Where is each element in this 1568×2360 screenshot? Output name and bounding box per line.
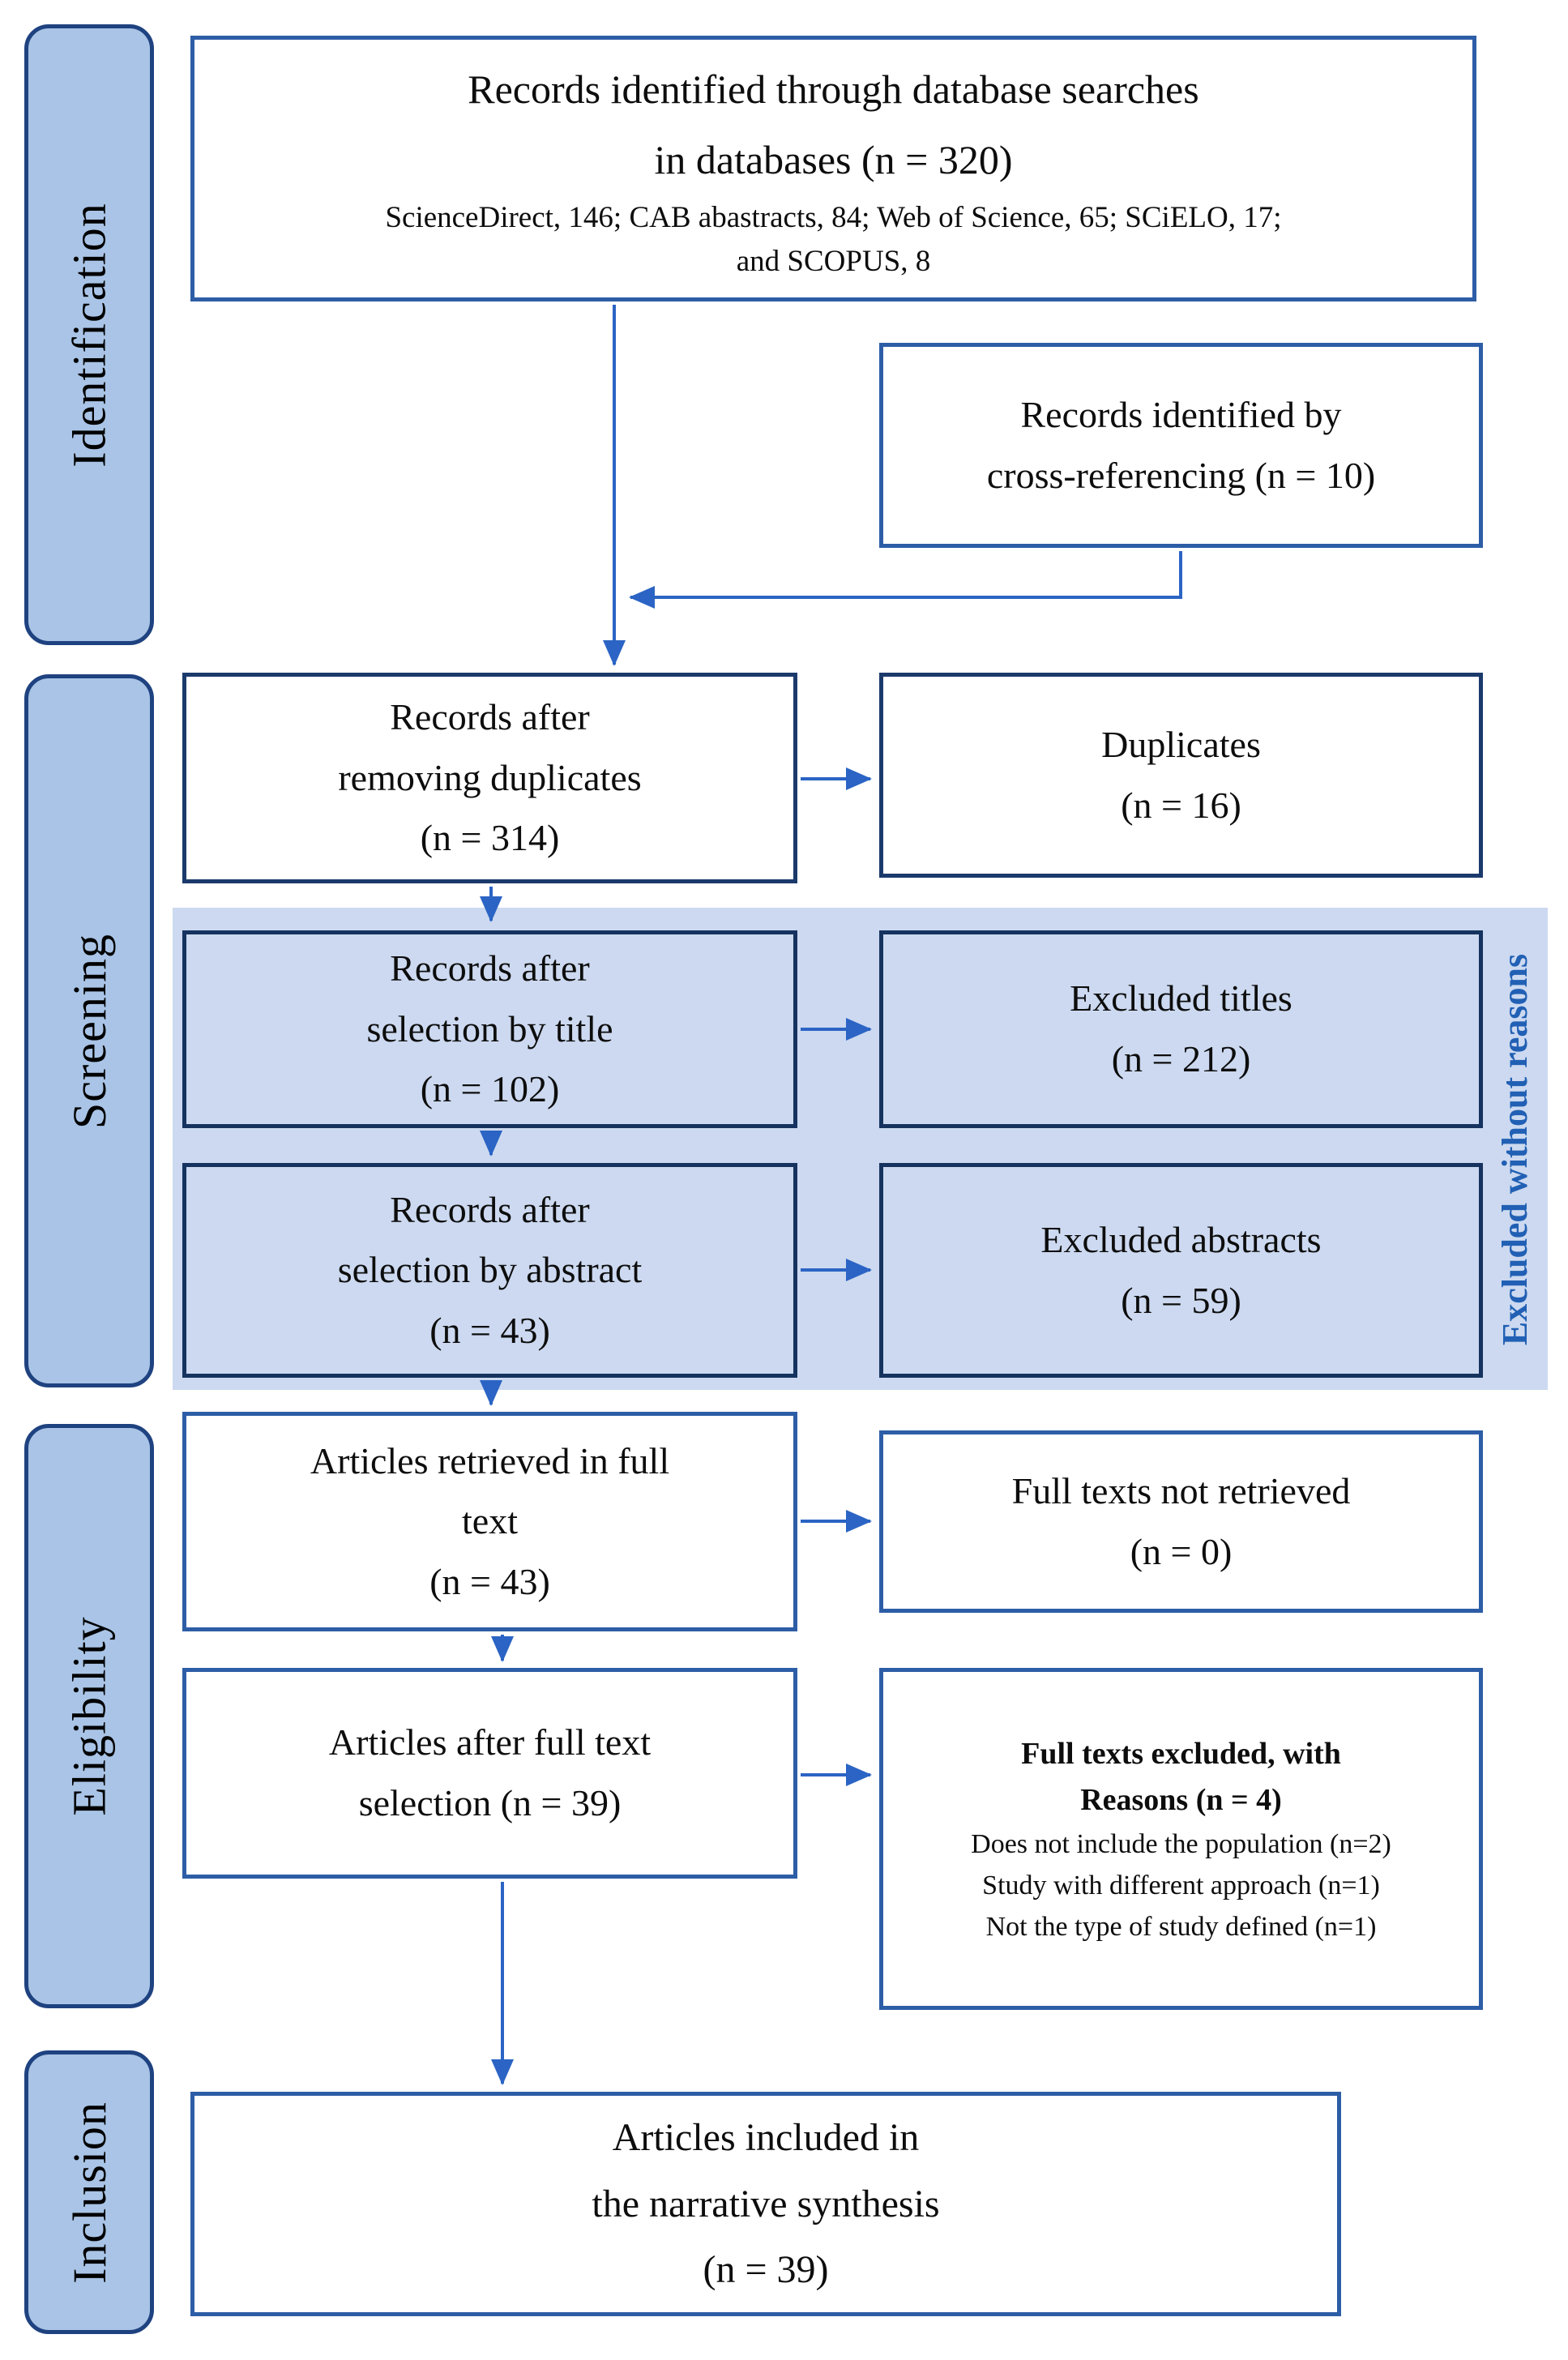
after-duplicates-text: Records after removing duplicates (n = 3… bbox=[338, 696, 642, 859]
box-duplicates: Duplicates (n = 16) bbox=[879, 673, 1483, 878]
records-identified-text: Records identified through database sear… bbox=[468, 66, 1199, 183]
box-full-texts-excluded: Full texts excluded, with Reasons (n = 4… bbox=[879, 1668, 1483, 2010]
box-after-duplicates: Records after removing duplicates (n = 3… bbox=[182, 673, 797, 883]
excluded-without-reasons-label: Excluded without reasons bbox=[1495, 953, 1536, 1345]
stage-pill-screening: Screening bbox=[24, 674, 154, 1387]
box-excluded-titles: Excluded titles (n = 212) bbox=[879, 930, 1483, 1128]
box-not-retrieved: Full texts not retrieved (n = 0) bbox=[879, 1430, 1483, 1613]
not-retrieved-text: Full texts not retrieved (n = 0) bbox=[1011, 1469, 1351, 1572]
selection-by-title-text: Records after selection by title (n = 10… bbox=[366, 947, 613, 1110]
duplicates-text: Duplicates (n = 16) bbox=[1101, 723, 1261, 826]
stage-label-identification: Identification bbox=[62, 202, 116, 468]
box-excluded-abstracts: Excluded abstracts (n = 59) bbox=[879, 1163, 1483, 1378]
box-selection-by-abstract: Records after selection by abstract (n =… bbox=[182, 1163, 797, 1378]
stage-label-screening: Screening bbox=[62, 933, 116, 1129]
excluded-without-reasons-note: Excluded without reasons bbox=[1485, 914, 1546, 1384]
excluded-abstracts-text: Excluded abstracts (n = 59) bbox=[1040, 1218, 1322, 1321]
stage-pill-eligibility: Eligibility bbox=[24, 1424, 154, 2008]
full-text-retrieved-text: Articles retrieved in full text (n = 43) bbox=[310, 1439, 670, 1602]
full-texts-excluded-reasons: Does not include the population (n=2) St… bbox=[971, 1828, 1391, 1942]
box-selection-by-title: Records after selection by title (n = 10… bbox=[182, 930, 797, 1128]
box-records-identified: Records identified through database sear… bbox=[190, 36, 1476, 301]
stage-pill-identification: Identification bbox=[24, 24, 154, 645]
box-full-text-retrieved: Articles retrieved in full text (n = 43) bbox=[182, 1412, 797, 1631]
box-cross-referencing: Records identified by cross-referencing … bbox=[879, 343, 1483, 548]
box-after-full-text-selection: Articles after full text selection (n = … bbox=[182, 1668, 797, 1879]
included-text: Articles included in the narrative synth… bbox=[592, 2116, 940, 2292]
box-included: Articles included in the narrative synth… bbox=[190, 2092, 1341, 2316]
after-full-text-selection-text: Articles after full text selection (n = … bbox=[328, 1721, 652, 1823]
stage-label-eligibility: Eligibility bbox=[62, 1616, 116, 1816]
selection-by-abstract-text: Records after selection by abstract (n =… bbox=[337, 1188, 643, 1351]
excluded-titles-text: Excluded titles (n = 212) bbox=[1070, 977, 1292, 1080]
stage-label-inclusion: Inclusion bbox=[62, 2101, 116, 2284]
full-texts-excluded-heading: Full texts excluded, with Reasons (n = 4… bbox=[1021, 1736, 1341, 1817]
stage-pill-inclusion: Inclusion bbox=[24, 2050, 154, 2334]
cross-referencing-text: Records identified by cross-referencing … bbox=[986, 393, 1376, 496]
arrow-crossref-merge bbox=[629, 551, 1182, 609]
records-identified-databases: ScienceDirect, 146; CAB abastracts, 84; … bbox=[385, 200, 1282, 278]
